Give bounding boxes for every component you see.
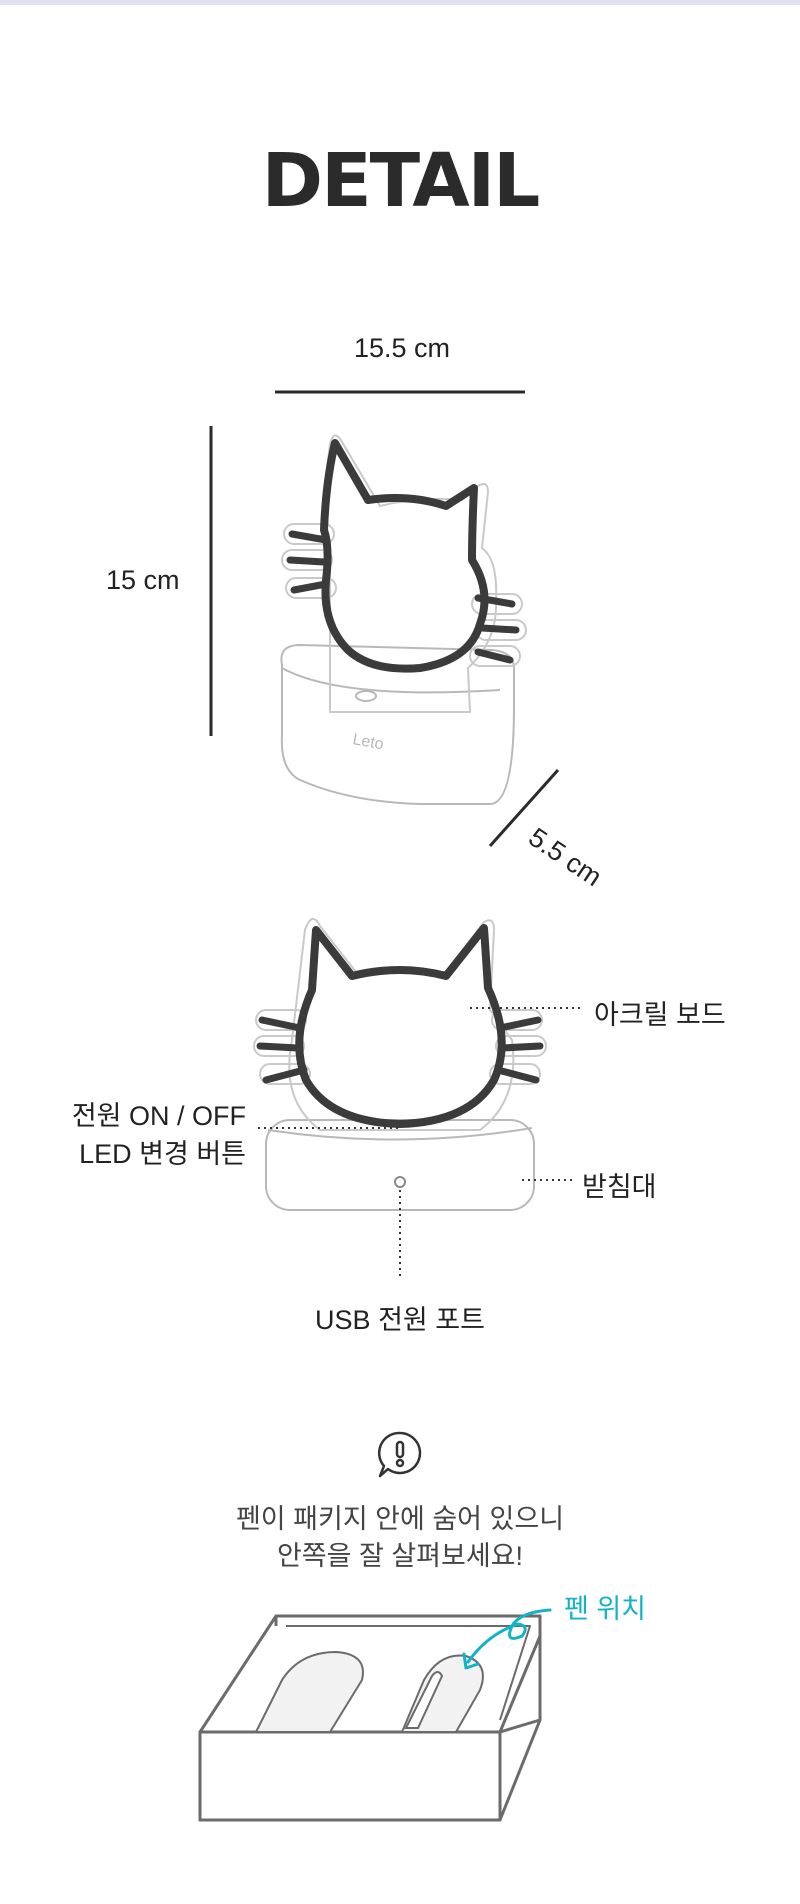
pen-pointer-arrow: [466, 1608, 552, 1664]
notice-line-2: 안쪽을 잘 살펴보세요!: [276, 1541, 524, 1571]
parts-cat-face-line: [295, 924, 506, 1128]
acrylic-in-box: [254, 1650, 364, 1733]
height-label: 15 cm: [106, 565, 180, 595]
stand-label: 받침대: [582, 1172, 657, 1202]
brand-logo: Leto: [351, 731, 385, 753]
power-button-label-line2: LED 변경 버튼: [79, 1139, 246, 1169]
package-box: [198, 1614, 542, 1822]
stand-base-outline: [280, 643, 516, 805]
power-button-label-line1: 전원 ON / OFF: [71, 1101, 246, 1131]
leader-lines: [258, 1007, 584, 1280]
usb-port-label: USB 전원 포트: [315, 1305, 485, 1335]
pen-location-label: 펜 위치: [564, 1594, 647, 1624]
notice-line-1: 펜이 패키지 안에 숨어 있으니: [235, 1504, 565, 1534]
depth-dimension-line: [488, 768, 560, 848]
cat-whiskers: [286, 530, 520, 664]
usb-port-shape: [394, 1176, 406, 1188]
parts-illustration: [253, 918, 584, 1280]
power-button-shape: [355, 690, 377, 702]
page-title: DETAIL: [261, 138, 541, 224]
whisker-outlines: [281, 523, 527, 667]
cat-face-line: [320, 439, 489, 673]
package-illustration: [198, 1608, 552, 1822]
acrylic-board-label: 아크릴 보드: [594, 1000, 726, 1030]
dimension-illustration: Leto: [209, 390, 560, 848]
top-accent-bar: [0, 0, 800, 5]
parts-cat-whiskers: [256, 1016, 544, 1084]
width-label: 15.5 cm: [354, 333, 451, 363]
warning-icon: [377, 1431, 422, 1478]
pen-in-box: [404, 1671, 444, 1729]
